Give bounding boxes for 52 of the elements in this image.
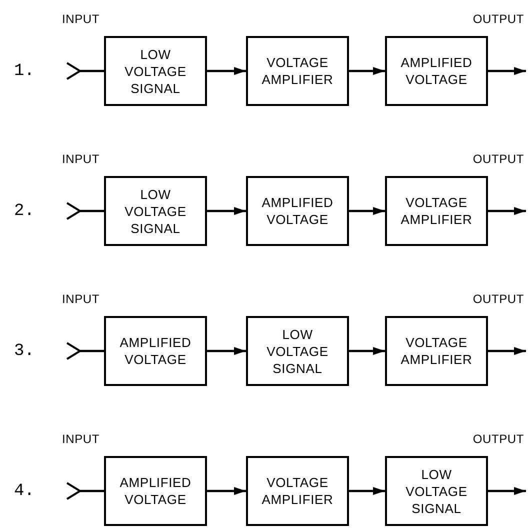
arrow [66,62,104,80]
arrow [207,207,246,215]
arrow [349,67,385,75]
arrow [349,347,385,355]
process-box [246,36,349,106]
box-label: LOW VOLTAGE SIGNAL [124,46,188,96]
process-box [104,176,207,246]
box-label: VOLTAGE AMPLIFIER [260,474,334,508]
arrow [66,342,104,360]
arrow [207,487,246,495]
arrow [207,347,246,355]
arrow [488,207,526,215]
output-label: OUTPUT [472,11,524,28]
box-label: LOW VOLTAGE SIGNAL [124,186,188,236]
process-box [385,176,488,246]
process-box [385,36,488,106]
output-label: OUTPUT [472,431,524,448]
row-number: 2. [14,201,34,223]
output-label: OUTPUT [472,291,524,308]
row-number: 3. [14,341,34,363]
process-box [246,176,349,246]
output-label: OUTPUT [472,151,524,168]
box-label: AMPLIFIED VOLTAGE [118,474,192,508]
process-box [246,456,349,526]
row-number: 4. [14,481,34,503]
input-label: INPUT [62,431,100,448]
box-label: LOW VOLTAGE SIGNAL [266,326,330,376]
arrow [349,207,385,215]
process-box [385,316,488,386]
box-label: VOLTAGE AMPLIFIER [260,54,334,88]
box-label: AMPLIFIED VOLTAGE [260,194,334,228]
arrow [66,482,104,500]
box-label: VOLTAGE AMPLIFIER [400,334,474,368]
box-label: AMPLIFIED VOLTAGE [400,54,474,88]
process-box [104,36,207,106]
arrow [349,487,385,495]
arrow [207,67,246,75]
process-box [246,316,349,386]
process-box [104,316,207,386]
box-label: AMPLIFIED VOLTAGE [118,334,192,368]
process-box [104,456,207,526]
box-label: LOW VOLTAGE SIGNAL [404,466,468,516]
row-number: 1. [14,61,34,83]
input-label: INPUT [62,151,100,168]
input-label: INPUT [62,291,100,308]
arrow [488,347,526,355]
arrow [66,202,104,220]
input-label: INPUT [62,11,100,28]
process-box [385,456,488,526]
box-label: VOLTAGE AMPLIFIER [400,194,474,228]
arrow [488,67,526,75]
arrow [488,487,526,495]
